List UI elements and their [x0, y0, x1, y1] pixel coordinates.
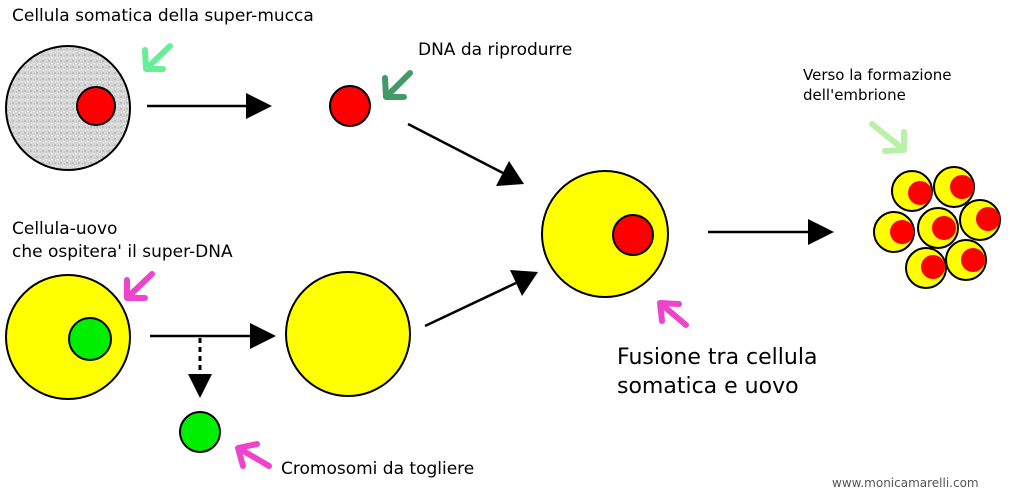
egg-cell-label-line1: Cellula-uovo: [12, 219, 118, 239]
arrow-right-icon: [708, 219, 834, 245]
egg-cell-nucleus: [68, 317, 112, 361]
fused-cell-body: [541, 170, 669, 298]
somatic-cell: [5, 45, 131, 171]
dashed-arrow-down-icon: [188, 338, 212, 398]
arrow-right-icon: [147, 93, 272, 119]
pointer-arrow-icon: [142, 43, 173, 72]
pointer-arrow-icon: [235, 441, 272, 469]
embryo-cell: [905, 247, 947, 289]
arrow-right-icon: [150, 323, 276, 349]
embryo-label-line1: Verso la formazione: [803, 66, 952, 84]
enucleated-egg: [285, 271, 411, 397]
pointer-arrow-icon: [869, 121, 907, 154]
fused-cell: [541, 170, 669, 298]
embryo-cell: [945, 239, 987, 281]
somatic-cell-nucleus: [76, 86, 116, 126]
embryo-cell: [873, 211, 915, 253]
chromosomes-label: Cromosomi da togliere: [281, 459, 475, 479]
somatic-cell-label: Cellula somatica della super-mucca: [12, 6, 314, 26]
embryo-label-line2: dell'embrione: [803, 86, 906, 104]
dna-label: DNA da riprodurre: [418, 40, 573, 60]
pointer-arrow-icon: [382, 70, 413, 100]
pointer-arrow-icon: [124, 271, 155, 301]
embryo-cluster: [873, 166, 1001, 289]
egg-cell-body: [5, 274, 131, 400]
credit-text: www.monicamarelli.com: [832, 476, 979, 490]
fusion-label-line2: somatica e uovo: [617, 374, 799, 399]
arrow-right-icon: [407, 122, 524, 186]
embryo-cell: [933, 166, 975, 208]
fusion-label-line1: Fusione tra cellula: [617, 345, 818, 370]
chromosomes-nucleus: [179, 411, 221, 453]
egg-cell: [5, 274, 131, 400]
dna-nucleus: [329, 85, 371, 127]
embryo-cell: [891, 170, 933, 212]
arrow-right-icon: [424, 270, 538, 328]
somatic-cell-body: [5, 45, 131, 171]
embryo-cell: [917, 207, 959, 249]
embryo-cell: [959, 199, 1001, 241]
egg-cell-label-line2: che ospitera' il super-DNA: [12, 242, 233, 262]
fused-cell-nucleus: [612, 214, 654, 256]
pointer-arrow-icon: [657, 300, 689, 328]
